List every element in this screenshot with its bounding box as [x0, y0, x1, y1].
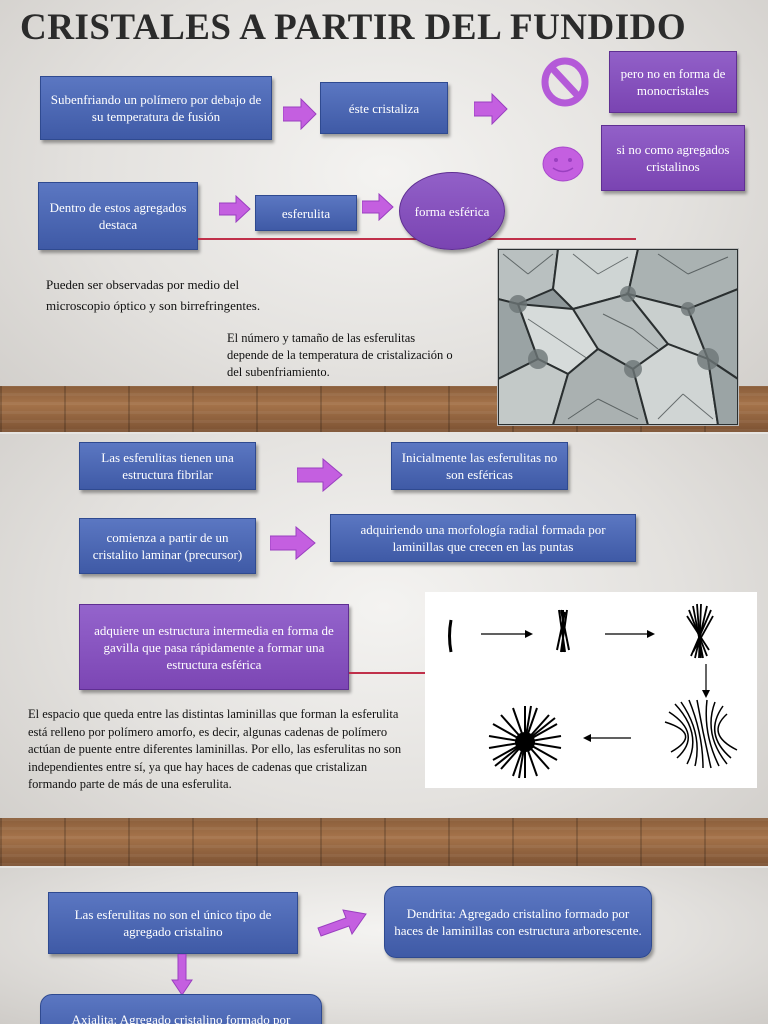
right-arrow-icon: [297, 458, 343, 492]
right-arrow-icon: [270, 526, 316, 560]
box-unico: Las esferulitas no son el único tipo de …: [48, 892, 298, 954]
right-arrow-icon: [474, 93, 508, 125]
box-agregados: si no como agregados cristalinos: [601, 125, 745, 191]
box-axialita: Axialita: Agregado cristalino formado po…: [40, 994, 322, 1024]
box-esferulita: esferulita: [255, 195, 357, 231]
oval-forma-esferica: forma esférica: [399, 172, 505, 250]
right-arrow-icon: [219, 195, 251, 223]
box-monocristales: pero no en forma de monocristales: [609, 51, 737, 113]
spherulite-micrograph: [497, 248, 739, 426]
text-espacio: El espacio que queda entre las distintas…: [28, 707, 402, 791]
box-dendrita: Dendrita: Agregado cristalino formado po…: [384, 886, 652, 958]
down-arrow-icon: [171, 954, 193, 996]
floor-2: [0, 818, 768, 866]
box-subenfriando: Subenfriando un polímero por debajo de s…: [40, 76, 272, 140]
box-adquiere: adquiere un estructura intermedia en for…: [79, 604, 349, 690]
right-arrow-icon: [317, 909, 367, 937]
no-symbol-icon: [541, 57, 589, 107]
box-cristaliza: éste cristaliza: [320, 82, 448, 134]
box-inicialmente: Inicialmente las esferulitas no son esfé…: [391, 442, 568, 490]
text-observadas: Pueden ser observadas por medio del micr…: [46, 277, 261, 313]
slide-2: Las esferulitas tienen una estructura fi…: [0, 434, 768, 866]
spherulite-growth-diagram: [425, 592, 757, 788]
box-comienza: comienza a partir de un cristalito lamin…: [79, 518, 256, 574]
box-fibrilar: Las esferulitas tienen una estructura fi…: [79, 442, 256, 490]
box-adquiriendo: adquiriendo una morfología radial formad…: [330, 514, 636, 562]
right-arrow-icon: [362, 193, 394, 221]
slide-1: CRISTALES A PARTIR DEL FUNDIDO Subenfria…: [0, 0, 768, 432]
accent-line: [349, 672, 426, 674]
right-arrow-icon: [283, 98, 317, 130]
page-title: CRISTALES A PARTIR DEL FUNDIDO: [20, 7, 687, 48]
text-numero: El número y tamaño de las esferulitas de…: [227, 331, 453, 379]
smiley-icon: [542, 146, 584, 182]
slide-3: Las esferulitas no son el único tipo de …: [0, 868, 768, 1024]
box-dentro: Dentro de estos agregados destaca: [38, 182, 198, 250]
